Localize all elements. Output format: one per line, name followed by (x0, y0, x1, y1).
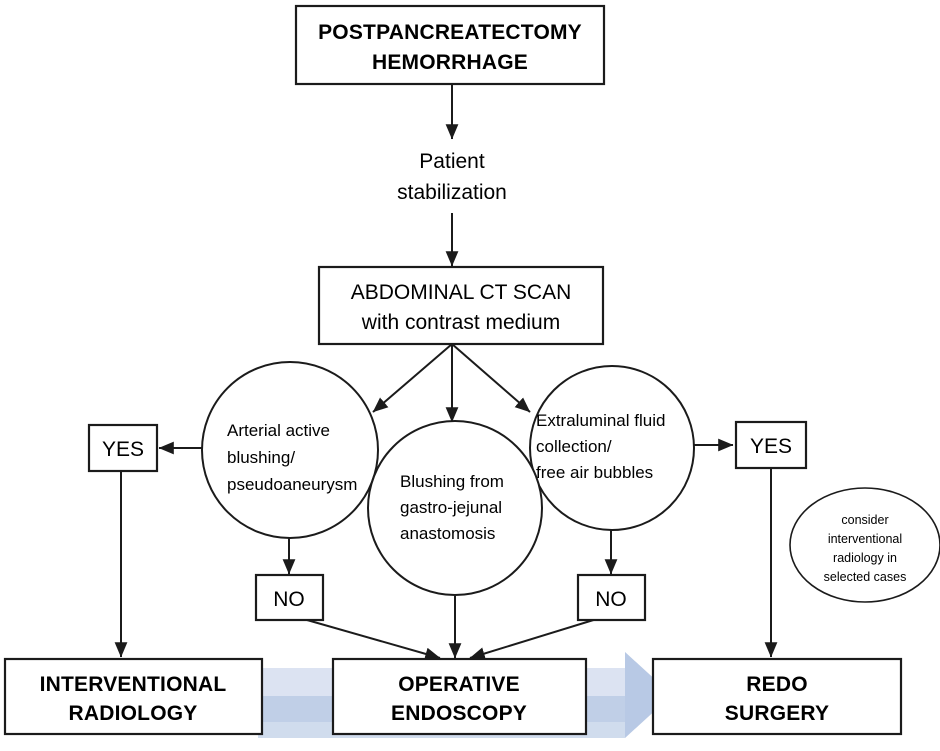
root-node-shape (294, 4, 606, 86)
finding-extraluminal-line1: Extraluminal fluid (536, 411, 665, 430)
finding-anastomosis-shape (367, 420, 543, 596)
decision-yes-right-shape (734, 420, 808, 470)
finding-anastomosis-line3: anastomosis (400, 524, 495, 543)
stabilization-line2: stabilization (397, 181, 507, 204)
decision-yes-left-shape (87, 423, 159, 473)
connector-ct-to-arterial (372, 343, 453, 413)
stabilization-node: Patient stabilization (397, 150, 507, 204)
finding-anastomosis-node[interactable]: Blushing from gastro-jejunal anastomosis (367, 420, 543, 596)
finding-anastomosis-line2: gastro-jejunal (400, 498, 502, 517)
outcome-ir-shape (3, 657, 264, 736)
note-consider-ir-shape (789, 487, 940, 603)
decision-yes-left[interactable]: YES (87, 423, 159, 473)
finding-extraluminal-line2: collection/ (536, 437, 612, 456)
ct-scan-node[interactable]: ABDOMINAL CT SCAN with contrast medium (317, 265, 605, 346)
decision-no-right[interactable]: NO (576, 573, 647, 622)
root-node[interactable]: POSTPANCREATECTOMY HEMORRHAGE (294, 4, 606, 86)
ct-scan-line2: with contrast medium (361, 311, 560, 334)
outcome-redo-line2: SURGERY (725, 702, 829, 725)
connector-no-left-to-endoscopy (299, 617, 441, 661)
finding-arterial-node[interactable]: Arterial active blushing/ pseudoaneurysm (201, 361, 379, 539)
outcome-ir-line1: INTERVENTIONAL (40, 673, 227, 696)
ct-scan-line1: ABDOMINAL CT SCAN (351, 281, 572, 304)
root-node-line2: HEMORRHAGE (372, 51, 528, 74)
finding-extraluminal-line3: free air bubbles (536, 463, 653, 482)
outcome-redo-line1: REDO (746, 673, 807, 696)
finding-arterial-line2: blushing/ (227, 448, 295, 467)
finding-anastomosis-line1: Blushing from (400, 472, 504, 491)
decision-yes-right[interactable]: YES (734, 420, 808, 470)
decision-no-left[interactable]: NO (254, 573, 325, 622)
outcome-endoscopy-shape (331, 657, 588, 736)
outcome-endoscopy-line1: OPERATIVE (398, 673, 520, 696)
outcome-endoscopy-line2: ENDOSCOPY (391, 702, 527, 725)
finding-arterial-shape (201, 361, 379, 539)
decision-no-right-shape (576, 573, 647, 622)
finding-extraluminal-shape (529, 365, 695, 531)
finding-arterial-line1: Arterial active (227, 421, 330, 440)
finding-extraluminal-node[interactable]: Extraluminal fluid collection/ free air … (529, 365, 695, 531)
stabilization-line1: Patient (419, 150, 485, 173)
note-consider-ir-line3: radiology in (833, 551, 897, 565)
outcome-redo-surgery[interactable]: REDO SURGERY (651, 657, 903, 736)
decision-no-right-label: NO (595, 588, 627, 611)
connector-ct-to-extraluminal (451, 343, 531, 413)
root-node-line1: POSTPANCREATECTOMY (318, 21, 582, 44)
decision-no-left-label: NO (273, 588, 305, 611)
connectors-group (114, 83, 778, 661)
decision-yes-left-label: YES (102, 438, 144, 461)
note-consider-ir-line4: selected cases (824, 570, 907, 584)
note-consider-ir-line1: consider (841, 513, 888, 527)
outcome-ir-line2: RADIOLOGY (69, 702, 198, 725)
decision-no-left-shape (254, 573, 325, 622)
finding-arterial-line3: pseudoaneurysm (227, 475, 357, 494)
outcome-operative-endoscopy[interactable]: OPERATIVE ENDOSCOPY (331, 657, 588, 736)
outcome-interventional-radiology[interactable]: INTERVENTIONAL RADIOLOGY (3, 657, 264, 736)
note-consider-ir-line2: interventional (828, 532, 902, 546)
note-consider-ir-node[interactable]: consider interventional radiology in sel… (789, 487, 940, 603)
outcome-redo-shape (651, 657, 903, 736)
ct-scan-shape (317, 265, 605, 346)
decision-yes-right-label: YES (750, 435, 792, 458)
connector-no-right-to-endoscopy (469, 617, 601, 660)
